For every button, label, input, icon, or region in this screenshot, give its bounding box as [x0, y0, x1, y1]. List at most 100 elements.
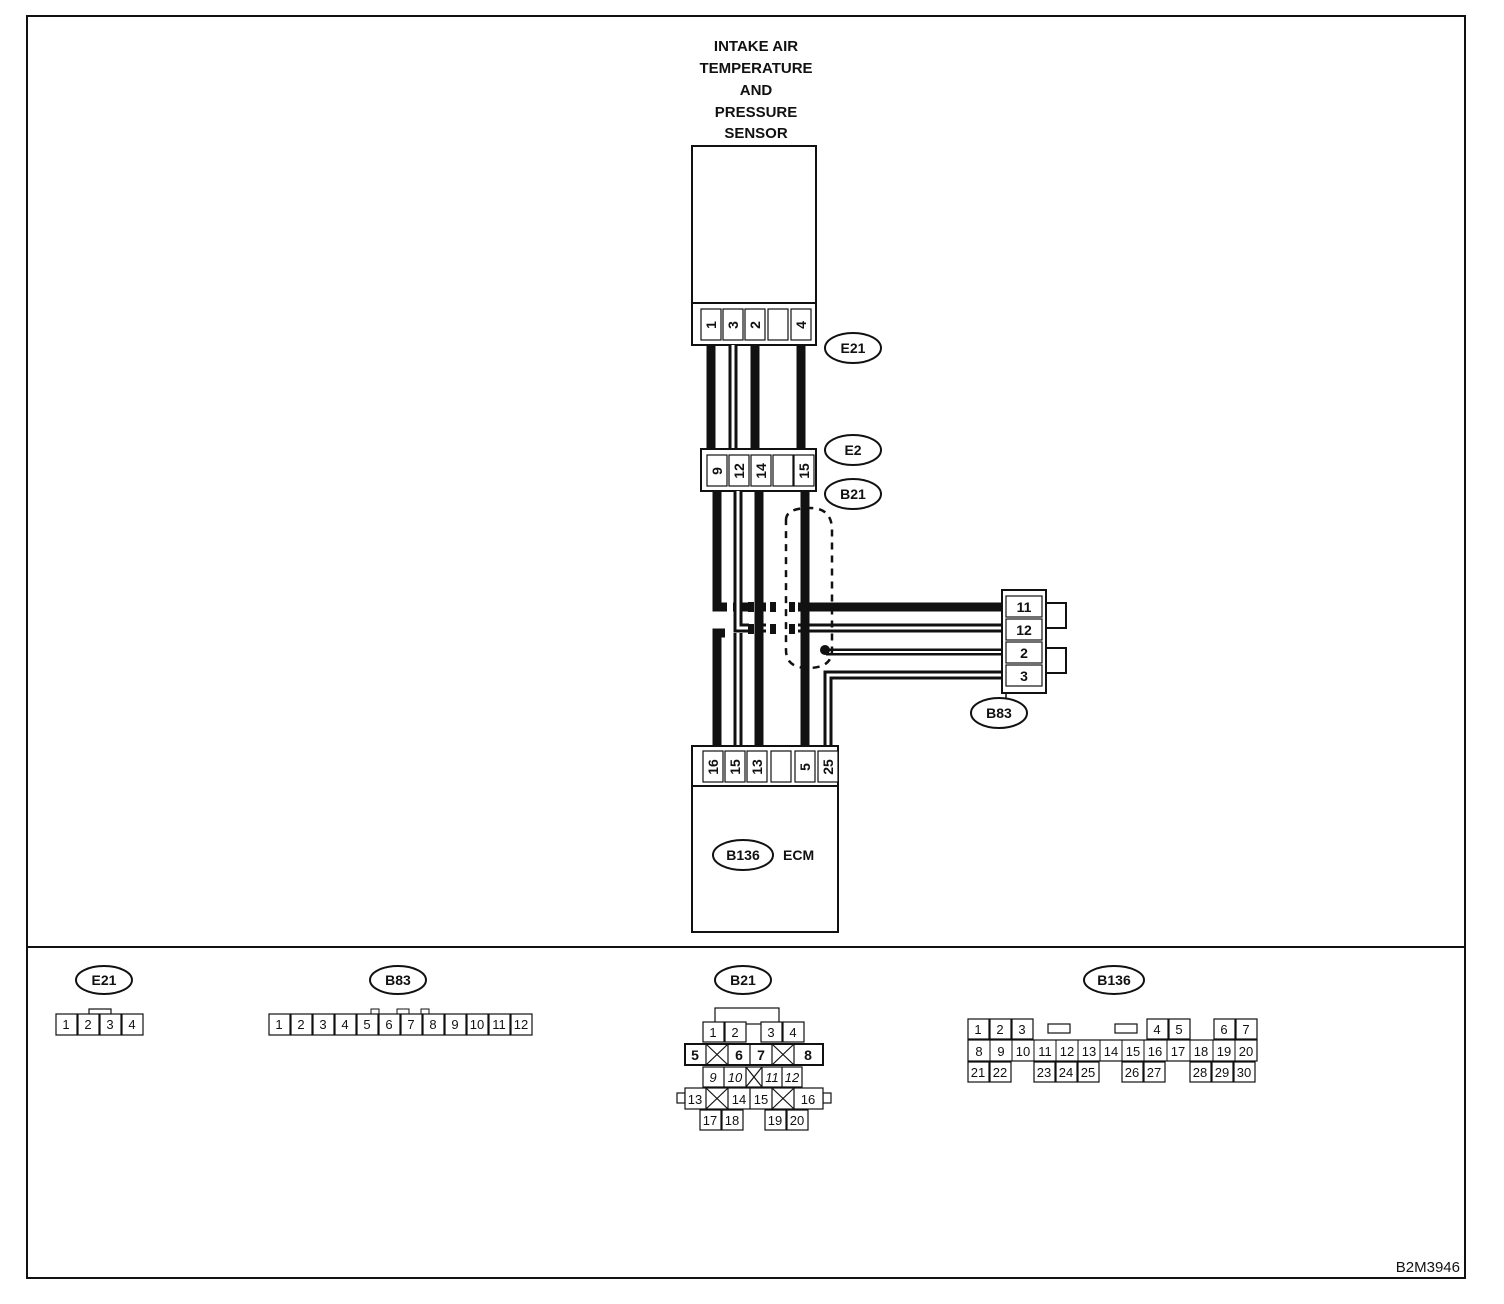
e21-pin: 3	[725, 321, 741, 329]
b21-pin: 12	[731, 463, 747, 479]
e21-pin: 1	[703, 321, 719, 329]
face-b21-pin: 8	[804, 1047, 812, 1063]
face-b21-pin: 20	[790, 1113, 804, 1128]
connector-tag-b83-text: B83	[986, 705, 1012, 721]
sensor-body	[691, 145, 817, 304]
b21-pin: 14	[753, 463, 769, 479]
face-b83-pin: 1	[275, 1017, 282, 1032]
ecm-pin: 5	[797, 763, 813, 771]
face-b21-pin: 15	[754, 1092, 768, 1107]
b21-pin: 15	[796, 463, 812, 479]
face-b136-pin: 7	[1242, 1022, 1249, 1037]
face-b136-pin: 15	[1126, 1044, 1140, 1059]
connector-e21: 1 3 2 4	[691, 302, 817, 346]
face-b21-pin: 9	[709, 1070, 716, 1085]
ecm-pin: 13	[749, 759, 765, 775]
face-b136-pin: 9	[997, 1044, 1004, 1059]
face-b21-pin: 19	[768, 1113, 782, 1128]
e21-pin: 4	[793, 321, 809, 329]
face-b21-pin: 6	[735, 1047, 743, 1063]
connector-tag-e21: E21	[824, 332, 882, 364]
ecm-tag: B136	[712, 839, 774, 871]
e21-pin: 2	[747, 321, 763, 329]
face-b136-pin: 23	[1037, 1065, 1051, 1080]
face-b136-pin: 29	[1215, 1065, 1229, 1080]
diagram-code: B2M3946	[1396, 1259, 1460, 1276]
b83-pin: 3	[1020, 668, 1028, 684]
face-b83-pin: 4	[341, 1017, 348, 1032]
face-b21-pin: 14	[732, 1092, 746, 1107]
face-b136-pin: 5	[1175, 1022, 1182, 1037]
face-b21-pin: 2	[731, 1025, 738, 1040]
face-b21: B21 1 2 3 4 5 6 7 8 9 10 11 12	[676, 965, 832, 1131]
face-b21-pin: 12	[785, 1070, 800, 1085]
face-b83-tag: B83	[385, 972, 411, 988]
face-b21-pin: 3	[767, 1025, 774, 1040]
face-b83-pin: 11	[492, 1017, 506, 1032]
face-e21-tag: E21	[92, 972, 117, 988]
ecm-label: ECM	[783, 847, 814, 863]
cable-shield	[784, 506, 834, 670]
face-b136-pin: 11	[1038, 1044, 1052, 1059]
face-b83-pin: 2	[297, 1017, 304, 1032]
face-b136-pin: 22	[993, 1065, 1007, 1080]
face-b83: B83 1 2 3 4 5 6 7 8 9 10 11 12	[268, 965, 533, 1036]
face-b136-pin: 14	[1104, 1044, 1118, 1059]
face-b136-pin: 24	[1059, 1065, 1073, 1080]
ecm-connector: 16 15 13 5 25	[691, 745, 839, 787]
face-b136-pin: 6	[1220, 1022, 1227, 1037]
face-b136-pin: 20	[1239, 1044, 1253, 1059]
face-b83-pin: 9	[451, 1017, 458, 1032]
face-b136-pin: 28	[1193, 1065, 1207, 1080]
face-e21-pin: 1	[62, 1017, 69, 1032]
face-b21-pin: 11	[765, 1070, 779, 1085]
sensor-title-line-5: SENSOR	[724, 125, 788, 142]
b83-pin: 11	[1017, 599, 1032, 615]
face-b136-pin: 13	[1082, 1044, 1096, 1059]
ecm-tag-text: B136	[726, 847, 760, 863]
face-b83-pin: 7	[407, 1017, 414, 1032]
connector-tag-b83: B83	[970, 697, 1028, 729]
face-b136-pin: 3	[1018, 1022, 1025, 1037]
face-b136-pin: 8	[975, 1044, 982, 1059]
ecm-pin: 15	[727, 759, 743, 775]
face-e21-pin: 4	[128, 1017, 135, 1032]
connector-tag-e2-text: E2	[844, 442, 861, 458]
face-b136-pin: 21	[971, 1065, 985, 1080]
face-b136-pin: 12	[1060, 1044, 1074, 1059]
sensor-title-line-2: TEMPERATURE	[699, 60, 812, 77]
face-b136-pin: 27	[1147, 1065, 1161, 1080]
face-b21-pin: 1	[709, 1025, 716, 1040]
connector-b21: 9 12 14 15	[700, 448, 817, 492]
b83-pin: 2	[1020, 645, 1028, 661]
sensor-title-line-3: AND	[740, 82, 773, 99]
connector-tag-e21-text: E21	[841, 340, 866, 356]
face-b21-pin: 16	[801, 1092, 815, 1107]
face-b136-pin: 19	[1217, 1044, 1231, 1059]
face-e21: E21 1 2 3 4	[55, 965, 144, 1036]
face-b136-pin: 30	[1237, 1065, 1251, 1080]
face-b136-pin: 4	[1153, 1022, 1160, 1037]
face-b21-pin: 18	[725, 1113, 739, 1128]
face-e21-pin: 2	[84, 1017, 91, 1032]
face-b21-pin: 10	[728, 1070, 743, 1085]
wires-b21-to-ecm	[712, 491, 1002, 746]
face-b21-pin: 4	[789, 1025, 796, 1040]
connector-tag-b21-text: B21	[840, 486, 866, 502]
face-b136-pin: 2	[996, 1022, 1003, 1037]
face-b136-pin: 10	[1016, 1044, 1030, 1059]
sensor-title: INTAKE AIR TEMPERATURE AND PRESSURE SENS…	[699, 38, 812, 142]
face-e21-pin: 3	[106, 1017, 113, 1032]
sensor-title-line-1: INTAKE AIR	[714, 38, 798, 55]
face-b136-pin: 17	[1171, 1044, 1185, 1059]
face-b136-pin: 16	[1148, 1044, 1162, 1059]
face-b83-pin: 12	[514, 1017, 528, 1032]
face-b83-pin: 3	[319, 1017, 326, 1032]
ecm-pin: 16	[705, 759, 721, 775]
b21-pin: 9	[709, 467, 725, 475]
wire-crossings	[727, 595, 808, 640]
face-b136-pin: 25	[1081, 1065, 1095, 1080]
connector-b83: 11 12 2 3	[1001, 589, 1067, 700]
face-b136-pin: 18	[1194, 1044, 1208, 1059]
